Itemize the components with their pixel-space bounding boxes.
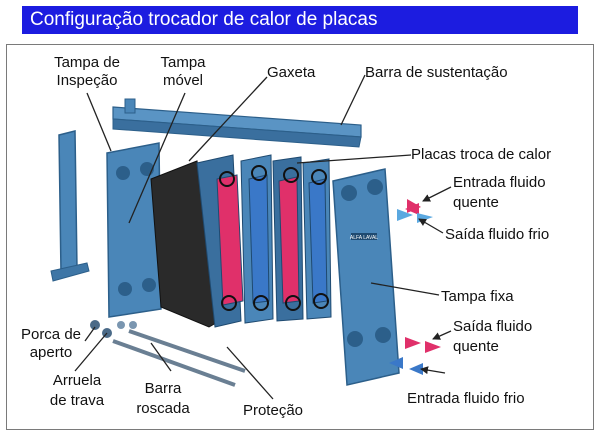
- label-barra-sustentacao: Barra de sustentação: [365, 64, 508, 81]
- label-placas: Placas troca de calor: [411, 146, 551, 163]
- label-porca-2: aperto: [30, 344, 73, 361]
- plate-pack: [196, 154, 332, 328]
- fluid-arrows: [389, 199, 441, 375]
- label-saida-quente-2: quente: [453, 338, 499, 355]
- label-barra-roscada-2: roscada: [136, 400, 190, 417]
- label-entrada-quente-2: quente: [453, 194, 499, 211]
- diagram-frame: ALFA LAVAL: [6, 44, 594, 430]
- labels: Tampa de Inspeção Tampa móvel Gaxeta Bar…: [21, 54, 551, 419]
- label-entrada-frio: Entrada fluido frio: [407, 390, 525, 407]
- label-tampa-inspecao-1: Tampa de: [54, 54, 120, 71]
- cold-outlet-arrow: [417, 213, 433, 223]
- label-gaxeta: Gaxeta: [267, 64, 316, 81]
- tie-rods: [90, 320, 246, 387]
- nameplate: [351, 233, 377, 240]
- label-saida-frio: Saída fluido frio: [445, 226, 549, 243]
- label-tampa-inspecao-2: Inspeção: [57, 72, 118, 89]
- label-arruela-1: Arruela: [53, 372, 102, 389]
- label-saida-quente-1: Saída fluido: [453, 318, 532, 335]
- label-tampa-movel-2: móvel: [163, 72, 203, 89]
- label-tampa-movel-1: Tampa: [160, 54, 206, 71]
- fixed-cover: ALFA LAVAL: [332, 168, 400, 386]
- label-porca-1: Porca de: [21, 326, 81, 343]
- hot-outlet-arrow: [405, 337, 421, 349]
- diagram-title: Configuração trocador de calor de placas: [30, 9, 378, 30]
- label-protecao: Proteção: [243, 402, 303, 419]
- leader-lines: [74, 74, 452, 400]
- nut: [90, 320, 100, 330]
- support-bar: [112, 98, 362, 148]
- label-arruela-2: de trava: [50, 392, 105, 409]
- support-column: [50, 130, 90, 282]
- nameplate-logo: ALFA LAVAL: [350, 235, 378, 241]
- washer: [117, 321, 125, 329]
- label-barra-roscada-1: Barra: [145, 380, 182, 397]
- label-entrada-quente-1: Entrada fluido: [453, 174, 546, 191]
- cold-inlet-arrow: [409, 363, 423, 375]
- label-tampa-fixa: Tampa fixa: [441, 288, 514, 305]
- title-bar: Configuração trocador de calor de placas: [22, 6, 578, 34]
- heat-exchanger-diagram: ALFA LAVAL: [21, 54, 551, 419]
- movable-cover: [106, 142, 162, 318]
